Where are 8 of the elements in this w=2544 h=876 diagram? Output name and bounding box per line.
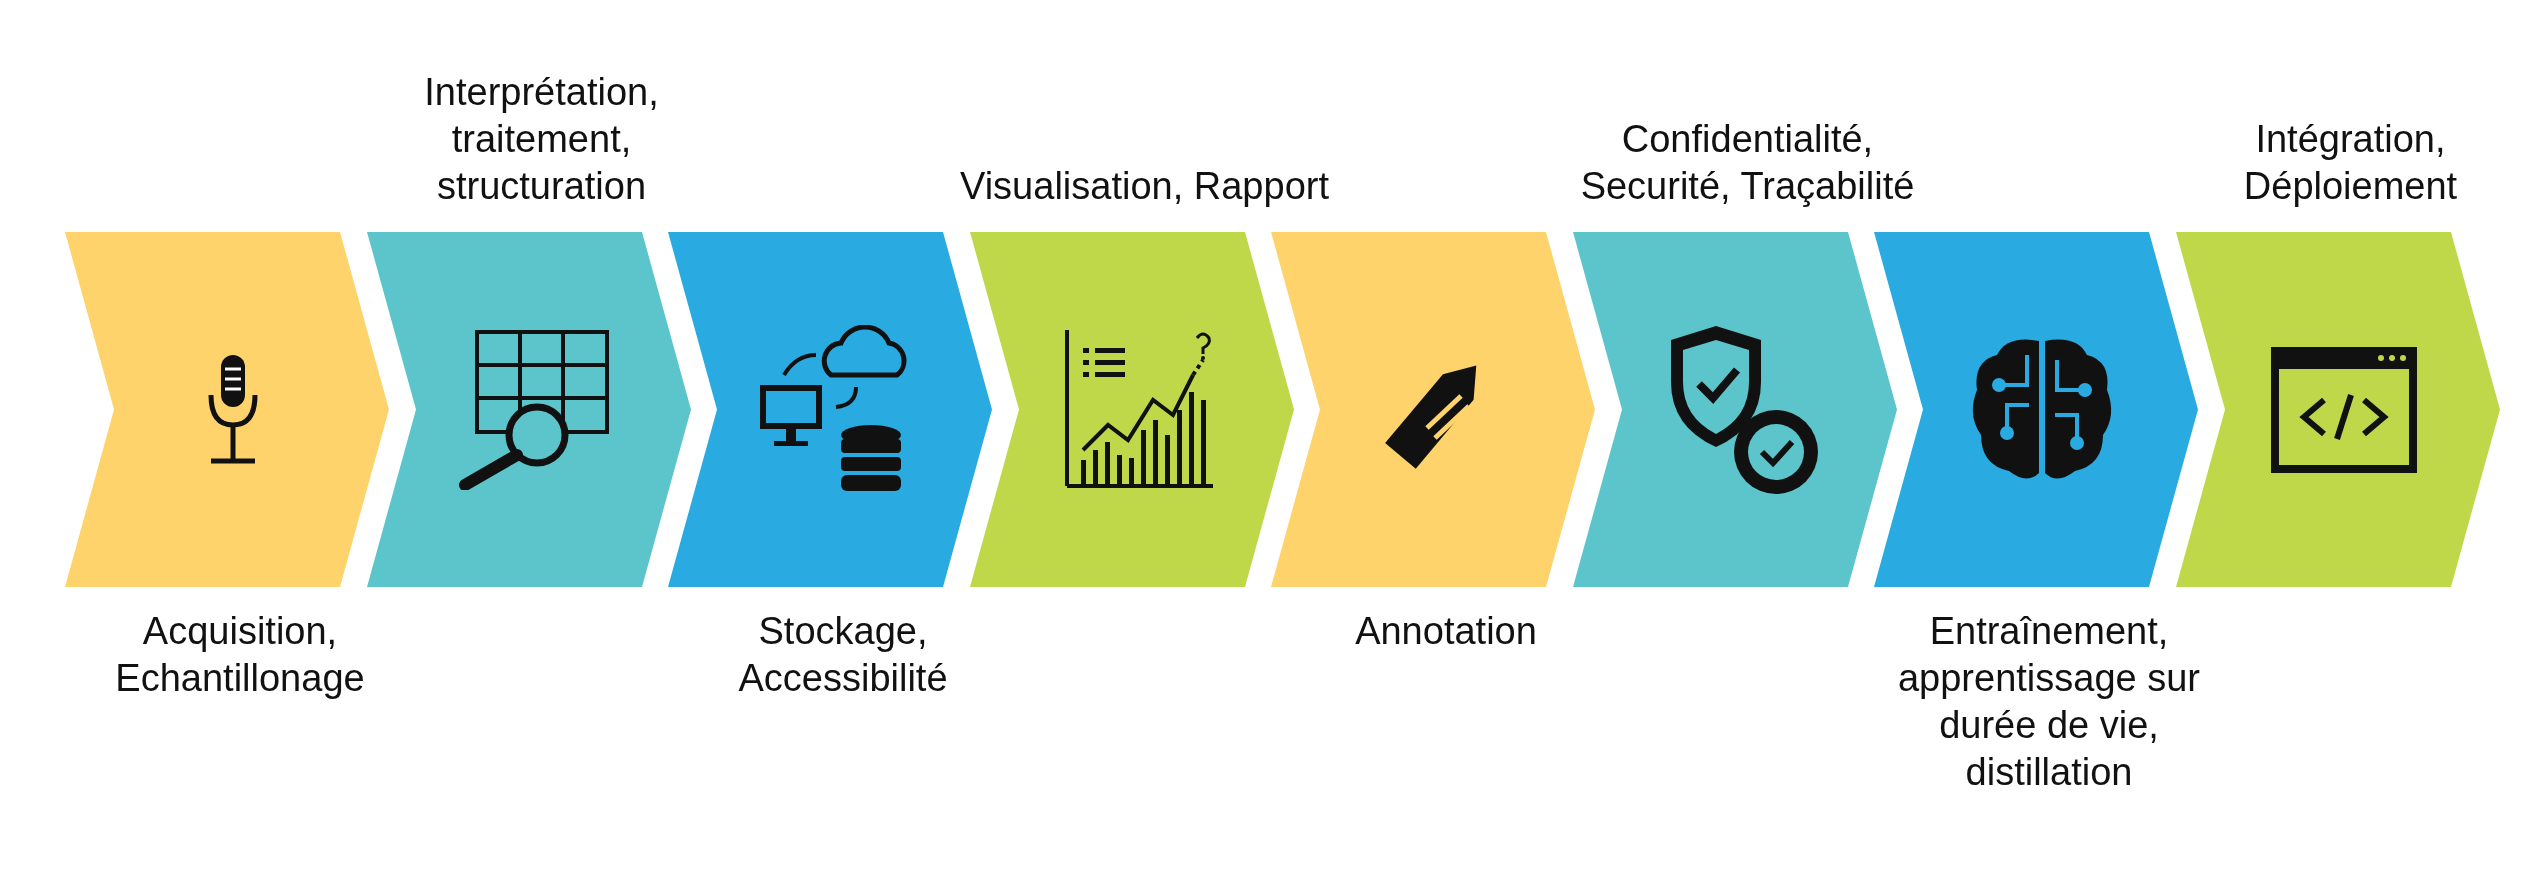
step-label: Interprétation, traitement, structuration [423,70,660,209]
step-label: Annotation [1354,609,1538,654]
step-label: Stockage, Accessibilité [737,609,949,701]
step-label: Visualisation, Rapport [959,164,1330,209]
step-label: Confidentialité, Securité, Traçabilité [1579,117,1916,209]
step-label: Intégration, Déploiement [2242,117,2459,209]
step-label: Acquisition, Echantillonage [114,609,366,701]
step-label: Entraînement, apprentissage sur durée de vie, distillation [1896,609,2202,795]
